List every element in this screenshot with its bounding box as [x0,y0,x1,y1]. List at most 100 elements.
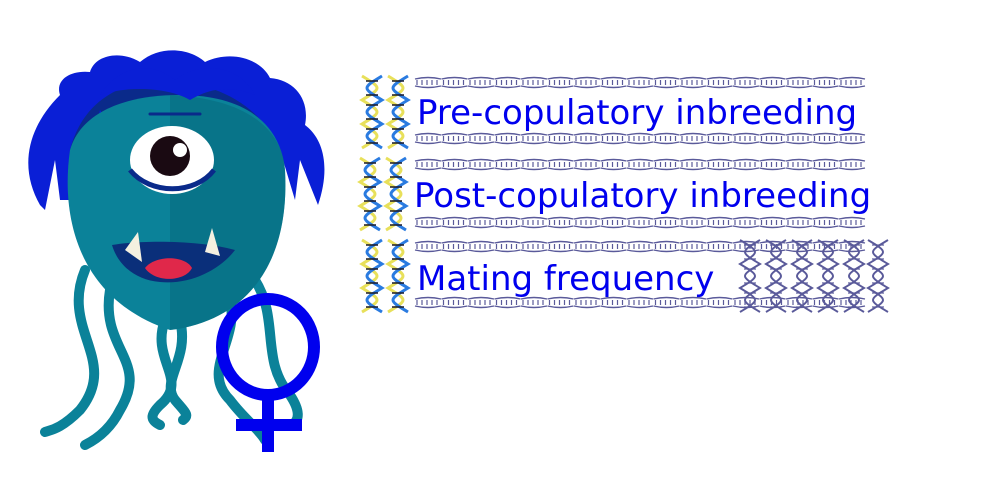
dna-rung [440,158,469,171]
dna-rung [414,158,442,171]
dna-rung [440,216,469,229]
dna-rung [652,132,681,145]
dna-rung [440,240,469,253]
dna-rung [599,296,628,309]
dna-rung [520,132,548,145]
dna-rung [520,216,548,229]
dna-rung [679,76,707,89]
dna-rung [626,240,654,253]
dna-rung [467,240,495,253]
row-label-post-copulatory: Post-copulatory inbreeding [414,176,871,216]
dna-rungs-bottom [414,216,866,229]
dna-rung [546,76,575,89]
dna-rung [493,132,522,145]
dna-rung [493,76,522,89]
dna-rung [705,158,734,171]
dna-rung [758,216,787,229]
dna-rung [652,240,681,253]
dna-rung [811,216,840,229]
dna-rung [705,240,734,253]
dna-row-1: Pre-copulatory inbreeding [360,74,866,150]
dna-rung [414,296,442,309]
dna-rung [546,296,575,309]
dna-rung [573,158,601,171]
dna-rung [652,296,681,309]
dna-rung [467,158,495,171]
dna-rungs-top [414,76,866,89]
dna-rung [838,132,866,145]
dna-rung [811,158,840,171]
dna-rung [414,132,442,145]
dna-rung [652,76,681,89]
dna-row-2: Post-copulatory inbreeding [358,156,871,232]
monster-eye [128,126,216,194]
dna-rung [599,158,628,171]
dna-rung [414,76,442,89]
dna-rung [838,158,866,171]
dna-helix-icon [358,156,408,232]
row-label-pre-copulatory: Pre-copulatory inbreeding [417,93,857,133]
dna-rung [599,76,628,89]
dna-rung [414,240,442,253]
dna-rung [811,132,840,145]
dna-rung [705,296,734,309]
dna-rung [626,296,654,309]
dna-rung [546,240,575,253]
dna-rung [573,240,601,253]
dna-rung [520,240,548,253]
dna-rung [520,158,548,171]
dna-row-3: Mating frequency [360,238,889,314]
dna-rung [732,158,760,171]
female-symbol-icon [216,293,320,452]
dna-rung [626,76,654,89]
dna-rung [758,76,787,89]
dna-rung [573,76,601,89]
dna-rung [573,296,601,309]
dna-rung [626,132,654,145]
dna-rung [467,296,495,309]
dna-rung [811,76,840,89]
dna-rung [732,76,760,89]
dna-rung [546,132,575,145]
one-eyed-monster-icon [28,50,325,450]
dna-rung [440,296,469,309]
dna-rung [493,216,522,229]
dna-rung [626,158,654,171]
dna-rung [599,216,628,229]
dna-rung [732,132,760,145]
dna-rung [520,76,548,89]
dna-helix-icon [360,74,410,150]
dna-rung [573,216,601,229]
dna-rung [626,216,654,229]
dna-rung [652,158,681,171]
dna-rung [758,132,787,145]
dna-rung [785,158,813,171]
dna-rung [679,216,707,229]
dna-rung [679,296,707,309]
dna-rung [520,296,548,309]
dna-rung [440,132,469,145]
dna-rung [493,296,522,309]
dna-rung [546,216,575,229]
dna-rung [732,216,760,229]
dna-rung [785,132,813,145]
dna-rung [705,216,734,229]
dna-rungs-top [414,158,866,171]
dna-rung [758,158,787,171]
dna-rung [705,76,734,89]
dna-rung [679,132,707,145]
dna-rung [599,132,628,145]
dna-rung [573,132,601,145]
dna-rung [679,158,707,171]
dna-rung [493,240,522,253]
dna-rung [440,76,469,89]
dna-rung [599,240,628,253]
monster-mouth [112,228,235,283]
row-label-mating-frequency: Mating frequency [417,259,714,299]
dna-rung [467,132,495,145]
dna-helix-icon [360,238,410,314]
dna-rung [467,76,495,89]
dna-rung [467,216,495,229]
dna-rung [679,240,707,253]
